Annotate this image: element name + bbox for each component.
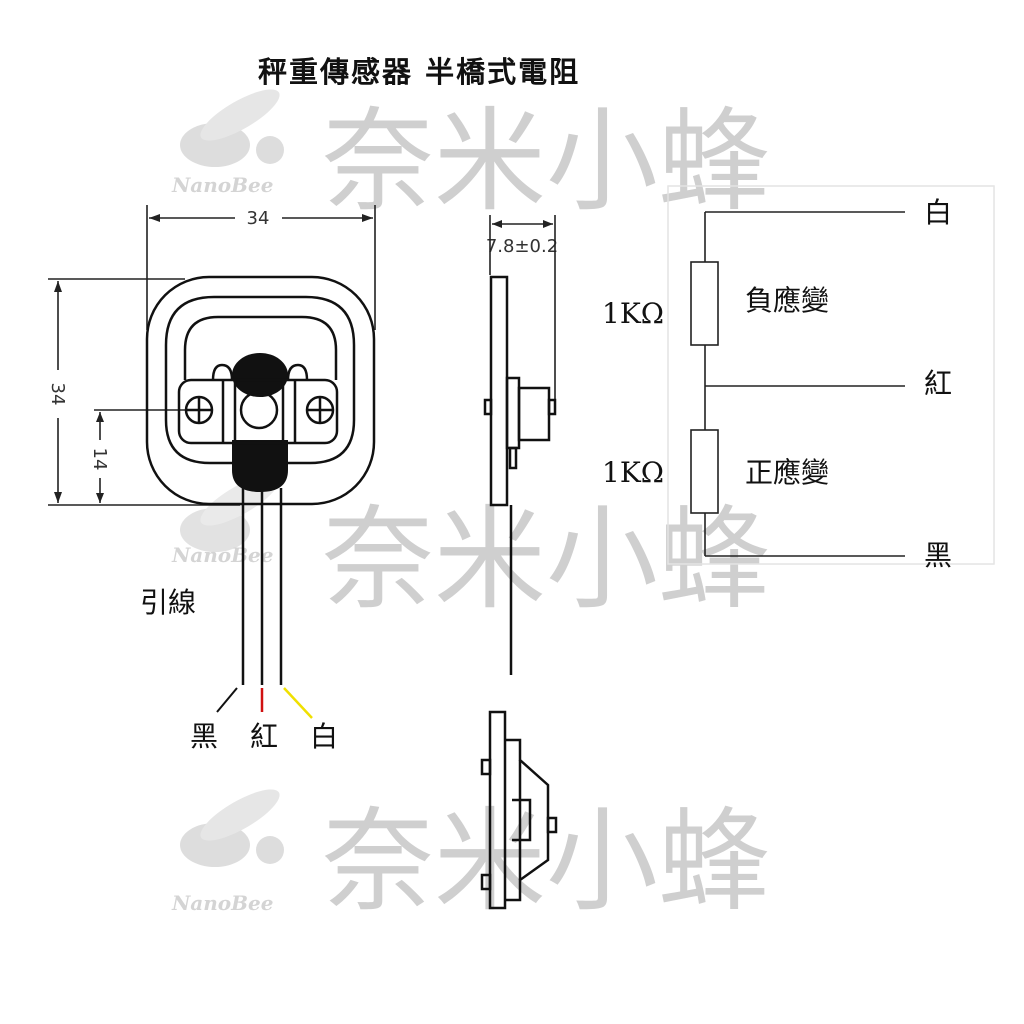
watermark-text: 奈米小蜂 <box>322 97 770 227</box>
terminal-red: 紅 <box>924 367 952 400</box>
resistor-positive-strain <box>690 429 719 514</box>
bee-logo-icon <box>180 89 284 167</box>
watermark-logo-text: NanoBee <box>171 543 273 567</box>
side-view: 7.8±0.2 <box>483 215 558 675</box>
page-title: 秤重傳感器 半橋式電阻 <box>258 55 580 89</box>
bee-logo-icon <box>180 789 284 867</box>
terminal-white: 白 <box>924 196 952 229</box>
offset-dimension: 14 <box>89 448 110 471</box>
lead-wire-label: 引線 <box>140 586 196 619</box>
wire-label-white: 白 <box>310 720 338 753</box>
terminal-black: 黑 <box>924 539 952 572</box>
screw-icon <box>305 395 335 425</box>
resistor-value: 1KΩ <box>602 297 664 330</box>
white-wire-pointer <box>283 687 313 719</box>
resistor-negative-strain <box>690 261 719 346</box>
watermark-text: 奈米小蜂 <box>322 495 770 625</box>
screw-icon <box>184 395 214 425</box>
black-wire-pointer <box>216 687 238 713</box>
half-bridge-circuit: 1KΩ 負應變 1KΩ 正應變 白 紅 黑 <box>602 185 995 572</box>
bottom-view <box>480 710 558 910</box>
width-dimension: 34 <box>247 208 270 229</box>
resistor-label: 正應變 <box>745 456 829 489</box>
wire-label-black: 黑 <box>190 720 218 753</box>
height-dimension: 34 <box>47 383 68 406</box>
wire-label-red: 紅 <box>250 720 278 753</box>
watermark-logo-text: NanoBee <box>171 891 273 915</box>
resistor-value: 1KΩ <box>602 456 664 489</box>
watermark-logo-text: NanoBee <box>171 173 273 197</box>
thickness-dimension: 7.8±0.2 <box>486 236 558 257</box>
front-view: 34 34 14 <box>47 205 376 753</box>
resistor-label: 負應變 <box>745 284 829 317</box>
